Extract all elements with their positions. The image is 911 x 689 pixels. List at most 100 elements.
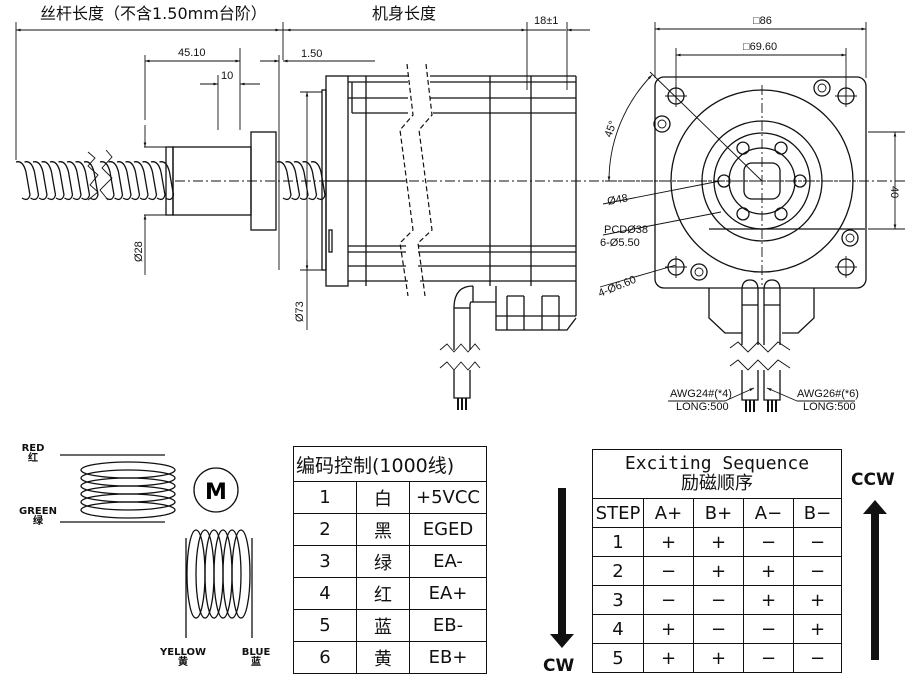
screw-head bbox=[690, 263, 708, 281]
thread-turn bbox=[108, 161, 124, 201]
front-mounting-holes bbox=[653, 79, 859, 281]
lead-blue-cn: 蓝 bbox=[251, 657, 261, 668]
signal-name: EA- bbox=[409, 545, 487, 578]
coil-loop bbox=[80, 501, 176, 519]
cable-right-length: LONG:500 bbox=[803, 401, 856, 413]
mount-holes-dim: 4-Ø6.60 bbox=[597, 274, 638, 300]
signal-name: EB- bbox=[409, 609, 487, 642]
coil-b bbox=[185, 529, 253, 638]
header-a-plus: A+ bbox=[643, 498, 694, 528]
exciting-sequence-table: Exciting Sequence 励磁顺序 STEP A+ B+ A− B− … bbox=[592, 449, 842, 673]
cable-right-gauge: AWG26#(*6) bbox=[797, 388, 859, 400]
header-step: STEP bbox=[592, 498, 644, 528]
signal-name: EGED bbox=[409, 513, 487, 546]
phase-state: + bbox=[693, 556, 744, 586]
lead-yellow-cn: 黄 bbox=[178, 657, 188, 668]
wire-color: 黄 bbox=[356, 641, 410, 674]
table-row: 2−++− bbox=[592, 556, 842, 586]
lead-green-cn: 绿 bbox=[33, 516, 43, 527]
top-dimension-lines bbox=[15, 22, 590, 270]
thread-turn bbox=[41, 161, 57, 201]
thread-turn bbox=[58, 161, 74, 201]
lead-red-cn: 红 bbox=[28, 453, 38, 464]
thread-turn bbox=[293, 161, 309, 201]
lead-screw bbox=[15, 161, 326, 201]
thread-turn bbox=[15, 161, 31, 201]
phase-state: − bbox=[693, 614, 744, 644]
screw-head bbox=[841, 229, 859, 247]
nut-bolt-hole bbox=[793, 174, 807, 188]
motor-front-view bbox=[599, 22, 905, 412]
lead-yellow: YELLOW 黄 bbox=[158, 648, 208, 668]
table-row: 5++−− bbox=[592, 643, 842, 673]
screw-head-inner bbox=[694, 267, 704, 277]
phase-state: − bbox=[643, 585, 694, 615]
lead-red-en: RED bbox=[21, 443, 45, 454]
table-row: 3−−++ bbox=[592, 585, 842, 615]
nut-bolt-hole bbox=[774, 207, 788, 221]
header-b-plus: B+ bbox=[693, 498, 744, 528]
signal-name: +5VCC bbox=[409, 481, 487, 514]
screw-head-inner bbox=[657, 119, 667, 129]
ball-nut bbox=[143, 91, 905, 330]
nut-bolt-hole bbox=[736, 141, 750, 155]
coil-loop bbox=[222, 529, 242, 619]
thread-turn bbox=[150, 161, 166, 201]
screw-head bbox=[653, 115, 671, 133]
step-number: 5 bbox=[592, 643, 644, 673]
table-row: 4+−−+ bbox=[592, 614, 842, 644]
phase-state: + bbox=[793, 614, 842, 644]
thread-turn bbox=[32, 161, 48, 201]
cw-arrow-icon bbox=[550, 488, 574, 648]
signal-name: EB+ bbox=[409, 641, 487, 674]
thread-turn bbox=[66, 161, 82, 201]
step-length-dim: 1.50 bbox=[301, 48, 322, 60]
screw-break-marks bbox=[87, 149, 113, 201]
step-number: 2 bbox=[592, 556, 644, 586]
pin-number: 4 bbox=[293, 577, 357, 610]
cable-left-gauge: AWG24#(*4) bbox=[670, 388, 732, 400]
boss-diameter-dim: Ø48 bbox=[606, 192, 629, 208]
lead-blue-en: BLUE bbox=[241, 647, 271, 658]
lead-yellow-en: YELLOW bbox=[160, 647, 206, 658]
phase-state: − bbox=[743, 614, 794, 644]
thread-turn bbox=[285, 161, 301, 201]
pilot-diameter-dim: Ø73 bbox=[294, 301, 306, 322]
thread-turn bbox=[133, 161, 149, 201]
outer-square-dim: □86 bbox=[753, 15, 772, 27]
ccw-arrow-icon bbox=[863, 500, 887, 660]
rear-length-dim: 18±1 bbox=[534, 15, 558, 27]
wire-color: 黑 bbox=[356, 513, 410, 546]
thread-turn bbox=[49, 161, 65, 201]
pin-number: 6 bbox=[293, 641, 357, 674]
pin-number: 2 bbox=[293, 513, 357, 546]
pin-number: 1 bbox=[293, 481, 357, 514]
ccw-label: CCW bbox=[851, 470, 895, 490]
thread-turn bbox=[142, 161, 158, 201]
thread-turn bbox=[302, 161, 318, 201]
wire-color: 白 bbox=[356, 481, 410, 514]
wire-color: 红 bbox=[356, 577, 410, 610]
thread-turn bbox=[276, 161, 292, 201]
phase-state: + bbox=[643, 527, 694, 557]
pcd-dim: PCDØ38 bbox=[604, 224, 648, 236]
phase-state: − bbox=[793, 643, 842, 673]
phase-state: + bbox=[643, 643, 694, 673]
nut-holes-dim: 6-Ø5.50 bbox=[600, 237, 640, 249]
header-b-minus: B− bbox=[793, 498, 842, 528]
thread-turn bbox=[116, 161, 132, 201]
height-offset-dim: 40 bbox=[888, 186, 900, 198]
phase-state: + bbox=[693, 527, 744, 557]
motor-symbol-label: M bbox=[205, 480, 227, 505]
sequence-title-cn: 励磁顺序 bbox=[681, 473, 753, 494]
screw-head bbox=[813, 79, 831, 97]
step-number: 1 bbox=[592, 527, 644, 557]
step-number: 4 bbox=[592, 614, 644, 644]
nut-bolt-hole bbox=[736, 207, 750, 221]
coil-loop bbox=[80, 493, 176, 511]
